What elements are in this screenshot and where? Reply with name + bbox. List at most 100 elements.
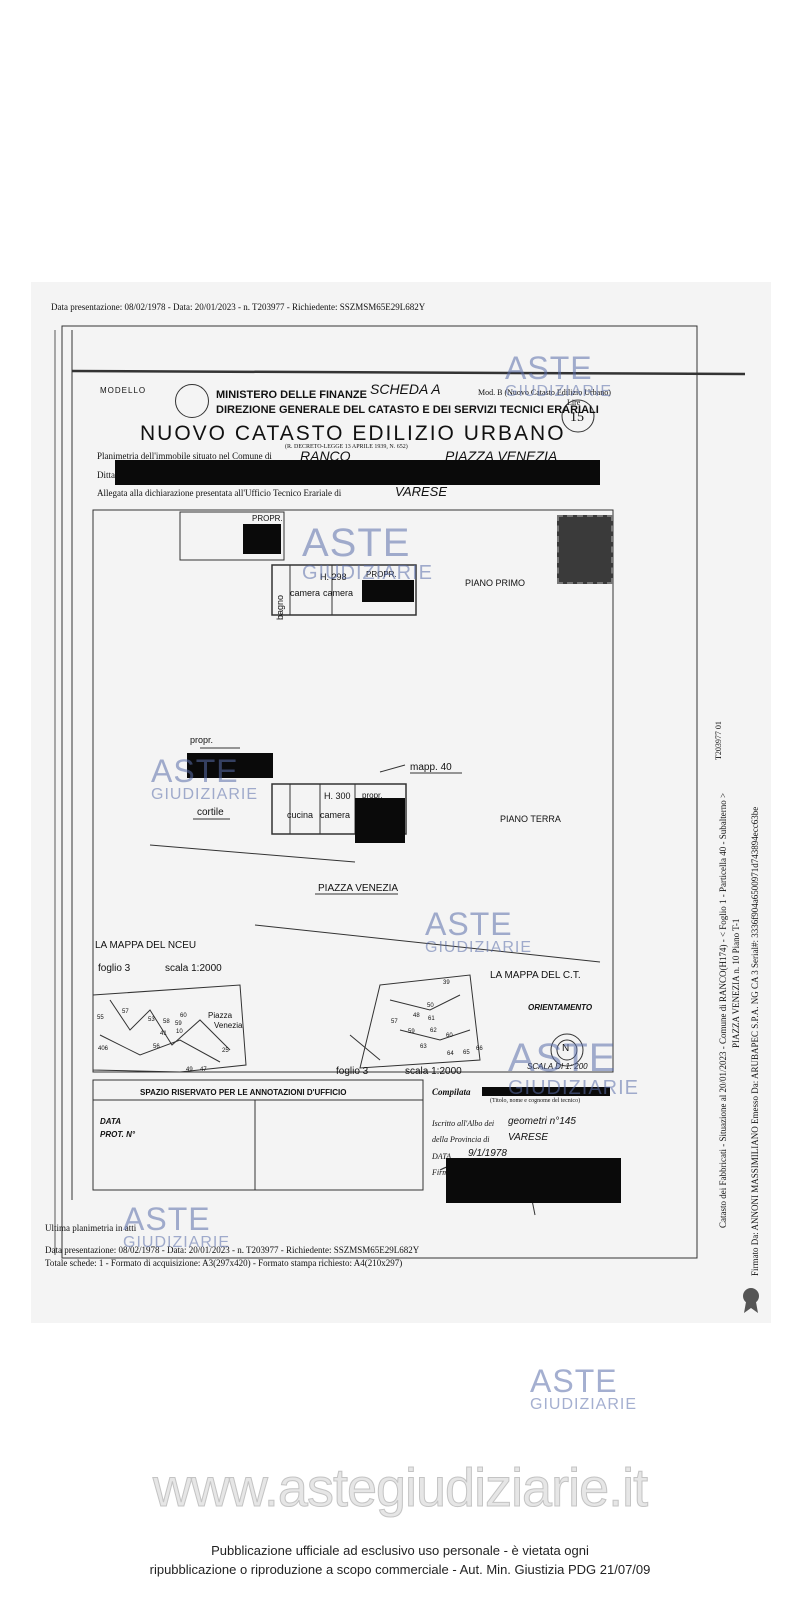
site-url: www.astegiudiziarie.it [152, 1458, 648, 1519]
bagno-label: bagno [275, 594, 285, 620]
propr-ground2-label: propr. [362, 791, 383, 800]
map-parcel-number: 406 [98, 1046, 109, 1052]
map-parcel-number: 57 [122, 1009, 129, 1015]
footer-line-2: ripubblicazione o riproduzione a scopo c… [149, 1562, 651, 1577]
office-title: SPAZIO RISERVATO PER LE ANNOTAZIONI D'UF… [140, 1088, 347, 1097]
modello-label: MODELLO [100, 386, 147, 395]
map-parcel-number: 60 [180, 1013, 187, 1019]
office-data-label: DATA [432, 1152, 452, 1161]
mappa-nceu-label: LA MAPPA DEL NCEU [95, 940, 197, 951]
ufficio-value: VARESE [395, 484, 448, 499]
map-parcel-number: 41 [160, 1031, 167, 1037]
bottom-line-2: Totale schede: 1 - Formato di acquisizio… [45, 1258, 403, 1268]
provincia-label: della Provincia di [432, 1135, 490, 1144]
redaction-firma [446, 1158, 621, 1203]
office-data-value: 9/1/1978 [468, 1148, 507, 1159]
lire-label: Lire [567, 398, 581, 407]
map-parcel-number: 58 [163, 1019, 170, 1025]
propr-ground-label: propr. [190, 735, 214, 745]
direzione-label: DIREZIONE GENERALE DEL CATASTO E DEI SER… [216, 404, 599, 416]
foglio-label-2: foglio 3 [336, 1066, 369, 1077]
allegata-label: Allegata alla dichiarazione presentata a… [97, 488, 342, 498]
piazza-label: PIAZZA VENEZIA [318, 883, 399, 894]
map-parcel-number: 56 [153, 1044, 160, 1050]
map-parcel-number: 59 [175, 1021, 182, 1027]
redaction-block-1 [243, 524, 281, 554]
map-parcel-number: 49 [186, 1067, 193, 1073]
map-parcel-number: 39 [443, 980, 450, 986]
mappa-ct-label: LA MAPPA DEL C.T. [490, 970, 581, 981]
revenue-stamp-icon [557, 515, 613, 584]
decreto-label: (R. DECRETO-LEGGE 13 APRILE 1939, N. 652… [285, 444, 408, 450]
map-parcel-number: 57 [391, 1019, 398, 1025]
cucina-label: cucina [287, 810, 314, 820]
side-catasto-2: PIAZZA VENEZIA n. 10 Piano T-1 [731, 918, 741, 1048]
map-parcel-number: 60 [446, 1033, 453, 1039]
firma-label: Firma [432, 1168, 452, 1177]
map-parcel-number: 62 [430, 1028, 437, 1034]
redaction-ditta [115, 460, 600, 485]
redaction-block-4 [355, 798, 405, 843]
piano-terra-label: PIANO TERRA [500, 814, 561, 824]
lire-value: 15 [570, 410, 584, 425]
seal-icon [741, 1287, 761, 1313]
propr-top-label: PROPR. [252, 514, 283, 523]
ministry-label: MINISTERO DELLE FINANZE [216, 389, 367, 401]
camera-label-1: camera [290, 588, 321, 598]
scala-label-1: scala 1:2000 [165, 963, 222, 974]
map-parcel-number: 48 [413, 1013, 420, 1019]
footer-line-1: Pubblicazione ufficiale ad esclusivo uso… [211, 1543, 589, 1558]
redaction-compilata [482, 1087, 610, 1096]
orientamento-label: ORIENTAMENTO [528, 1003, 593, 1012]
redaction-block-2 [362, 580, 414, 602]
foglio-label-1: foglio 3 [98, 963, 131, 974]
h-ground-label: H. 300 [324, 791, 351, 801]
map-parcel-number: 53 [148, 1017, 155, 1023]
side-catasto-1: Catasto dei Fabbricati - Situazione al 2… [718, 792, 728, 1228]
map-parcel-number: 47 [200, 1067, 207, 1073]
compilata-label: Compilata [432, 1087, 471, 1097]
piano-primo-label: PIANO PRIMO [465, 578, 526, 588]
map-parcel-number: 65 [463, 1050, 470, 1056]
provincia-value: VARESE [508, 1132, 549, 1143]
map-parcel-number: 55 [97, 1015, 104, 1021]
ditta-label: Ditta [97, 470, 115, 480]
cortile-label: cortile [197, 807, 224, 818]
redaction-block-3 [187, 753, 273, 778]
map-parcel-number: 64 [447, 1051, 454, 1057]
camera-label-3: camera [320, 810, 351, 820]
map-venezia-label: Venezia [214, 1021, 243, 1030]
page-title: NUOVO CATASTO EDILIZIO URBANO [140, 422, 566, 445]
scala-plan-label: SCALA DI 1: 200 [527, 1062, 588, 1071]
mod-note: Mod. B (Nuovo Catasto Edilizio Urbano) [478, 388, 611, 397]
prot-label: PROT. N° [100, 1130, 136, 1139]
ultima-label: Ultima planimetria in atti [45, 1223, 137, 1233]
data-label: DATA [100, 1117, 122, 1126]
map-parcel-number: 61 [428, 1016, 435, 1022]
propr-first-label: PROPR. [366, 570, 397, 579]
emblem-icon [175, 384, 209, 418]
albo-value: geometri n°145 [508, 1116, 576, 1127]
mapp-label: mapp. 40 [410, 762, 452, 773]
map-piazza-label: Piazza [208, 1011, 233, 1020]
planimetria-label: Planimetria dell'immobile situato nel Co… [97, 451, 272, 461]
side-code: T203977 01 [714, 721, 723, 760]
camera-label-2: camera [323, 588, 354, 598]
h-first-label: H. 298 [320, 572, 347, 582]
side-firmato: Firmato Da: ANNONI MASSIMILIANO Emesso D… [750, 806, 760, 1276]
map-parcel-number: 10 [176, 1029, 183, 1035]
map-parcel-number: 25 [222, 1048, 229, 1054]
scheda-label: SCHEDA A [370, 381, 441, 397]
titolo-note: (Titolo, nome e cognome del tecnico) [490, 1098, 581, 1104]
map-parcel-number: 63 [420, 1044, 427, 1050]
map-parcel-number: 50 [427, 1003, 434, 1009]
iscritto-label: Iscritto all'Albo dei [432, 1119, 495, 1128]
scala-label-2: scala 1:2000 [405, 1066, 462, 1077]
